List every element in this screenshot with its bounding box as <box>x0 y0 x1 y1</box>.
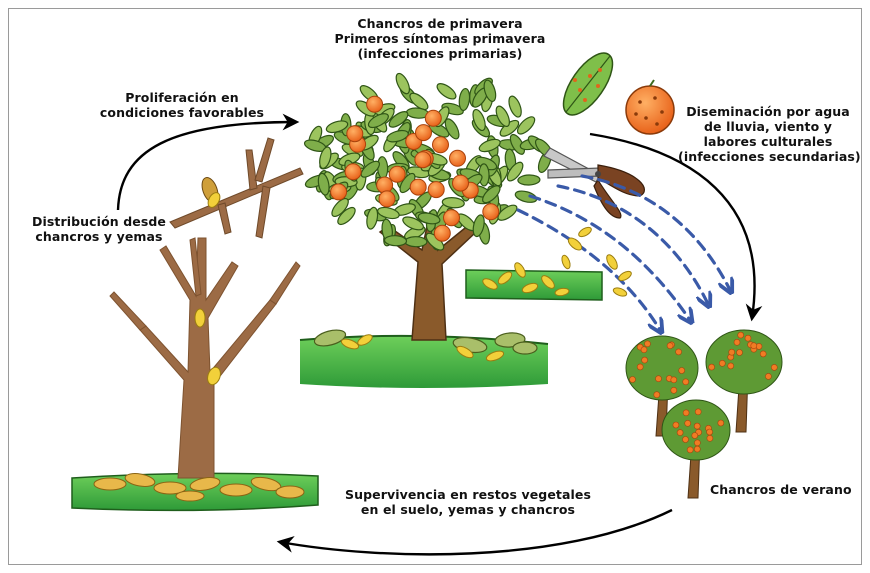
orange-fruit <box>444 210 460 226</box>
summer-fruit <box>745 335 751 341</box>
summer-fruit <box>694 440 700 446</box>
summer-fruit <box>729 349 735 355</box>
pruning-shears-icon <box>544 148 644 218</box>
orange-fruit <box>416 125 432 141</box>
spore-cluster-icon <box>466 225 633 300</box>
summer-fruit <box>683 379 689 385</box>
infected-leaf-icon <box>554 45 622 122</box>
canopy-leaf <box>458 88 471 111</box>
summer-fruit <box>637 364 643 370</box>
orange-fruit <box>428 182 444 198</box>
label-summer-cankers: Chancros de verano <box>710 482 850 497</box>
orange-fruit <box>434 225 450 241</box>
summer-fruit <box>656 376 662 382</box>
canopy-leaf <box>405 237 427 247</box>
summer-fruit <box>709 364 715 370</box>
branch-icon <box>170 138 303 238</box>
summer-fruit <box>728 363 734 369</box>
summer-fruit <box>694 423 700 429</box>
orange-fruit <box>415 152 431 168</box>
orange-tree-icon <box>300 72 555 388</box>
canopy-leaf <box>435 81 459 102</box>
orange-fruit <box>389 166 405 182</box>
summer-fruit <box>671 377 677 383</box>
canopy-leaf <box>393 72 412 96</box>
summer-fruit <box>654 392 660 398</box>
summer-fruit <box>734 339 740 345</box>
orange-fruit <box>453 175 469 191</box>
orange-fruit <box>377 177 393 193</box>
summer-fruit <box>676 349 682 355</box>
summer-fruit <box>667 343 673 349</box>
canopy-leaf <box>518 175 540 186</box>
orange-fruit <box>425 110 441 126</box>
summer-fruit <box>683 410 689 416</box>
summer-fruit <box>707 429 713 435</box>
summer-fruit <box>694 446 700 452</box>
summer-fruit <box>751 343 757 349</box>
summer-fruit <box>771 364 777 370</box>
summer-fruit <box>695 409 701 415</box>
summer-fruit <box>630 377 636 383</box>
summer-fruit <box>645 341 651 347</box>
orange-fruit <box>347 126 363 142</box>
canopy-leaf <box>506 95 523 119</box>
bare-tree-icon <box>72 238 318 510</box>
orange-fruit <box>450 150 466 166</box>
summer-fruit <box>738 332 744 338</box>
summer-fruit <box>692 433 698 439</box>
summer-fruit <box>718 420 724 426</box>
summer-fruit <box>737 350 743 356</box>
summer-fruit <box>671 387 677 393</box>
orange-fruit <box>367 96 383 112</box>
summer-fruit <box>765 373 771 379</box>
rain-drops-icon <box>518 176 730 330</box>
orange-fruit <box>345 164 361 180</box>
orange-fruit <box>331 184 347 200</box>
orange-fruit <box>410 179 426 195</box>
orange-fruit <box>483 204 499 220</box>
orange-fruit <box>433 137 449 153</box>
summer-fruit <box>679 368 685 374</box>
summer-fruit <box>642 357 648 363</box>
summer-fruit <box>760 351 766 357</box>
summer-fruit <box>641 347 647 353</box>
summer-fruit <box>673 422 679 428</box>
summer-fruit <box>683 437 689 443</box>
infected-fruit-icon <box>626 80 674 134</box>
orange-fruit <box>379 191 395 207</box>
summer-fruit <box>687 447 693 453</box>
summer-fruit <box>685 420 691 426</box>
summer-trees-icon <box>626 330 782 498</box>
summer-fruit <box>677 430 683 436</box>
summer-fruit <box>719 360 725 366</box>
summer-fruit <box>707 435 713 441</box>
